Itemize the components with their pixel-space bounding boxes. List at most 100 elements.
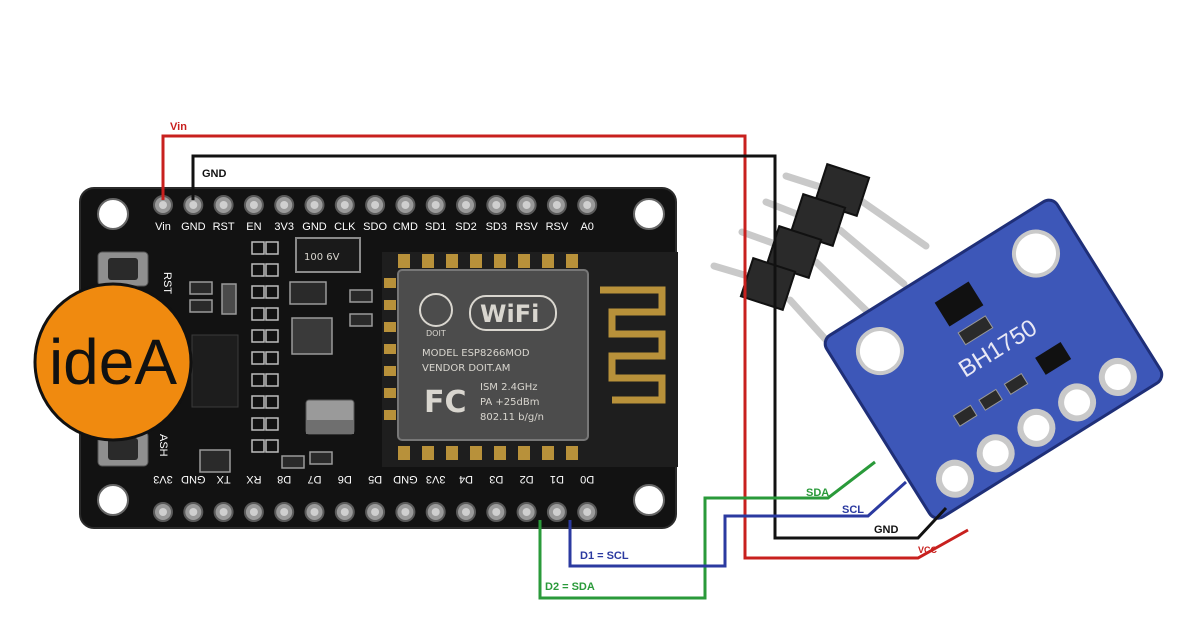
pin-hole	[371, 508, 380, 516]
module-pad	[494, 254, 506, 268]
pcb-antenna	[600, 286, 666, 404]
d1-scl-label: D1 = SCL	[580, 550, 629, 562]
pin-hole	[462, 508, 470, 516]
idea-logo: ideA	[33, 282, 193, 442]
bottom-pin-label: D5	[368, 473, 382, 485]
top-pin-label: RSV	[546, 221, 569, 233]
module-pad	[542, 446, 554, 460]
module-pad	[494, 446, 506, 460]
top-pin-label: RSV	[515, 221, 538, 233]
top-pin-label: 3V3	[274, 221, 294, 233]
top-pin-header	[153, 195, 598, 215]
esp8266-module: DOIT WiFi MODEL ESP8266MOD VENDOR DOIT.A…	[382, 252, 678, 467]
bottom-pin-label: GND	[393, 473, 418, 485]
sensor-gnd-wire-label: GND	[874, 524, 899, 536]
module-pads	[398, 254, 578, 268]
bottom-pin-label: TX	[216, 473, 231, 485]
pin-hole	[159, 508, 167, 516]
scl-wire	[568, 480, 908, 568]
bottom-pin-label: D4	[459, 473, 473, 485]
pin-hole	[159, 201, 167, 209]
module-pad	[542, 254, 554, 268]
pin-hole	[189, 508, 198, 516]
flash-button-label: ASH	[157, 434, 169, 457]
mounting-hole	[1011, 229, 1060, 278]
module-pad	[566, 446, 578, 460]
flash-button: ASH	[97, 431, 169, 467]
module-pad	[384, 300, 396, 310]
module-pad	[398, 446, 410, 460]
pin-hole	[431, 508, 440, 516]
module-pad	[566, 254, 578, 268]
doit-brand-text: DOIT	[426, 329, 446, 338]
regulator-text: 100 6V	[304, 252, 340, 263]
pin-hole	[552, 508, 561, 516]
footprint-pad	[251, 329, 265, 343]
pin-hole	[401, 508, 410, 516]
bottom-pin-label: RX	[246, 473, 262, 485]
rst-button-label: RST	[161, 272, 173, 294]
logo-badge	[33, 282, 193, 442]
sensor-pad	[935, 459, 974, 498]
top-pin-label: CMD	[393, 221, 418, 233]
reset-button: RST	[97, 251, 173, 294]
pin-hole	[249, 508, 258, 516]
pin-hole	[280, 508, 289, 516]
scl-wire-label: SCL	[842, 504, 864, 516]
footprint-pad	[265, 395, 279, 409]
module-pads	[398, 446, 578, 460]
wires	[161, 134, 969, 600]
pin-hole	[522, 508, 531, 516]
sensor-pad	[976, 434, 1015, 473]
module-pad	[384, 322, 396, 332]
usb-uart-chip	[191, 334, 239, 408]
pin-hole	[492, 508, 501, 516]
footprint-pad	[251, 439, 265, 453]
top-pin-label: SD1	[425, 221, 446, 233]
wifi-logo-text: WiFi	[480, 300, 539, 328]
footprint-pad	[251, 285, 265, 299]
top-pin-label: EN	[246, 221, 261, 233]
module-pad	[384, 388, 396, 398]
vin-wire	[161, 134, 969, 560]
pin-hole	[492, 201, 501, 209]
pin-hole	[189, 201, 198, 209]
module-pad	[518, 254, 530, 268]
footprint-pad	[265, 351, 279, 365]
module-pad	[446, 446, 458, 460]
sensor-pad	[1058, 383, 1097, 422]
module-pad	[384, 366, 396, 376]
footprint-pad	[251, 373, 265, 387]
pin-hole	[249, 201, 258, 209]
bottom-pin-label: 3V3	[426, 473, 446, 485]
footprint-pad	[265, 263, 279, 277]
footprint-pad	[265, 241, 279, 255]
doit-logo: DOIT	[419, 293, 453, 338]
mounting-hole	[633, 198, 665, 230]
capacitor	[305, 399, 355, 435]
bottom-pin-label: D3	[489, 473, 503, 485]
voltage-regulator: 100 6V	[295, 237, 361, 273]
module-pad	[384, 344, 396, 354]
mounting-hole	[633, 484, 665, 516]
pin-hole	[462, 201, 470, 209]
logo-text: ideA	[49, 326, 177, 398]
footprint-pad	[251, 417, 265, 431]
bottom-pin-label: D0	[580, 473, 594, 485]
pin-hole	[552, 201, 561, 209]
module-pad	[518, 446, 530, 460]
fc-mark: FC	[424, 385, 467, 420]
sda-wire-label: SDA	[806, 487, 829, 499]
d2-sda-label: D2 = SDA	[545, 581, 595, 593]
module-line-4: PA +25dBm	[480, 397, 539, 408]
top-pin-label: A0	[580, 221, 593, 233]
vcc-wire-label: VCC	[918, 545, 938, 555]
top-pin-label: SD2	[455, 221, 476, 233]
module-pad	[422, 254, 434, 268]
module-line-1: MODEL ESP8266MOD	[422, 348, 530, 359]
pin-hole	[583, 201, 592, 209]
module-pad	[398, 254, 410, 268]
